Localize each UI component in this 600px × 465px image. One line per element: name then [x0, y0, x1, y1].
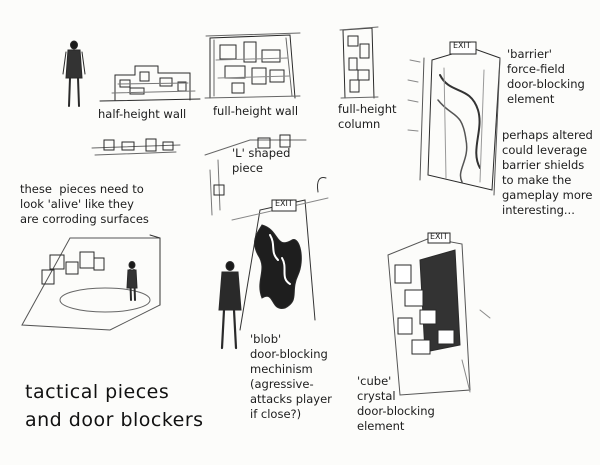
barrier-note: perhaps altered could leverage barrier s…: [502, 128, 593, 217]
exit-sign-blob: EXIT: [275, 199, 293, 208]
barrier-door-sketch: [407, 41, 501, 196]
exit-sign-barrier: EXIT: [453, 41, 471, 50]
l-shaped-piece-label: 'L' shaped piece: [232, 146, 291, 175]
exit-sign-cube: EXIT: [430, 232, 448, 241]
half-height-wall-sketch: [99, 65, 201, 102]
page-title: tactical pieces and door blockers: [25, 381, 204, 431]
cube-label: 'cube' crystal door-blocking element: [357, 374, 435, 433]
figure-scale-reference: [62, 40, 86, 107]
blob-door-sketch: [218, 177, 329, 350]
cube-door-sketch: [387, 232, 491, 396]
full-height-wall-label: full-height wall: [213, 104, 299, 118]
blob-label: 'blob' door-blocking mechinism (agressiv…: [250, 332, 332, 421]
corroding-room-sketch: [21, 234, 161, 331]
full-height-wall-sketch: [204, 32, 301, 99]
half-height-wall-label: half-height wall: [98, 107, 187, 121]
alive-surfaces-note: these pieces need to look 'alive' like t…: [20, 182, 149, 226]
full-height-column-label: full-height column: [338, 102, 397, 131]
full-height-column-sketch: [339, 26, 379, 99]
barrier-label: 'barrier' force-field door-blocking elem…: [507, 47, 585, 106]
l-shaped-piece-sketch: [91, 134, 307, 216]
